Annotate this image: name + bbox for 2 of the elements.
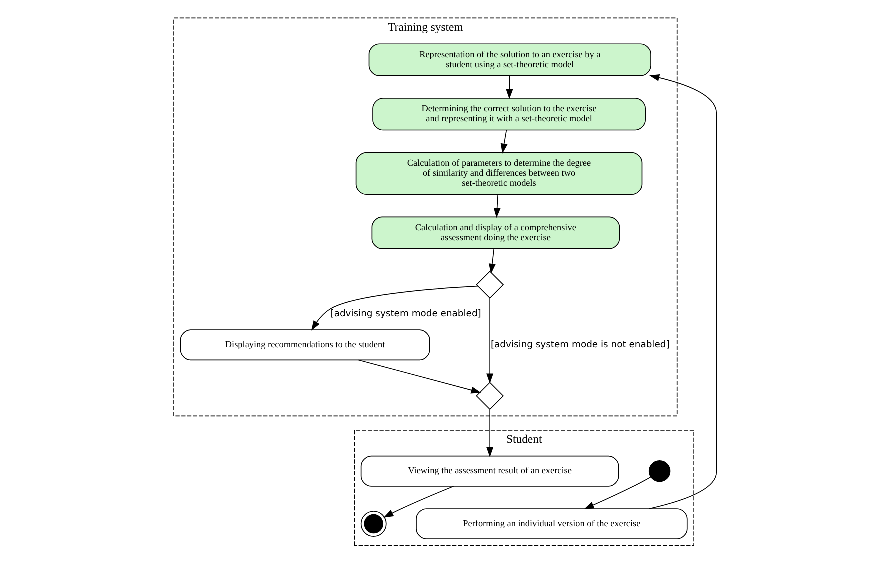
edge-label: [advising system mode is not enabled] [490, 339, 670, 350]
edge-label: [advising system mode enabled] [330, 308, 482, 320]
